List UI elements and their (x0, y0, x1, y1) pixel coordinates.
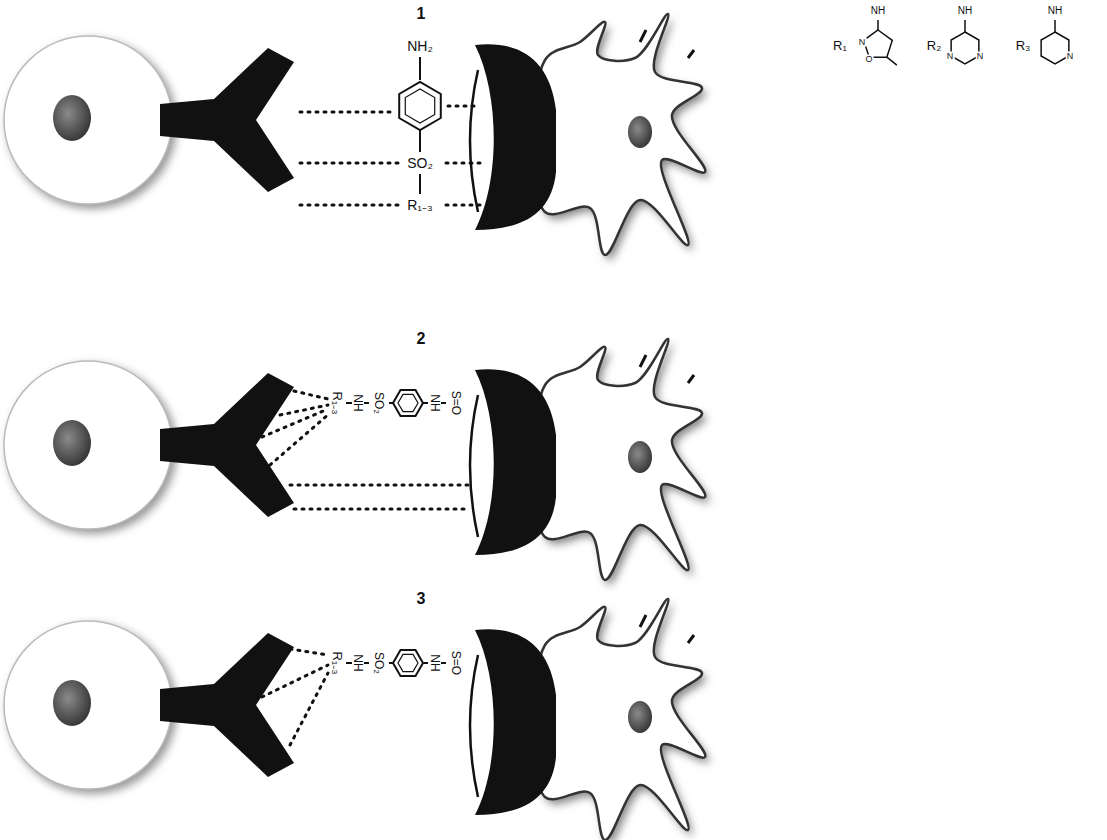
methyl-bond (887, 57, 897, 65)
chemical-label: NH (1047, 6, 1063, 16)
bond (441, 402, 446, 404)
pyrimidine-ring (951, 32, 979, 64)
membrane-fleck (640, 355, 646, 367)
bond (423, 402, 428, 404)
interaction-dots (290, 649, 328, 655)
interaction-dots (446, 162, 480, 165)
chemical-label: R₁₋₃ (331, 390, 344, 415)
bond (419, 130, 421, 152)
t-cell-receptor (160, 633, 294, 777)
chemical-label: NH (957, 6, 973, 16)
chemical-label: N (976, 52, 985, 61)
bond (419, 57, 421, 80)
bond (877, 20, 879, 30)
chemical-label: NH₂ (406, 39, 434, 53)
chemical-label: R₃ (1015, 39, 1032, 52)
membrane-fleck (688, 635, 694, 643)
chemical-label: R₂ (926, 39, 942, 52)
cell-pair (4, 599, 709, 840)
t-cell-receptor (160, 373, 294, 517)
chemical-label: SO₂ (373, 391, 385, 415)
interaction-dots (270, 413, 330, 465)
mhc-groove (470, 655, 478, 797)
chemical-label: NH (352, 393, 364, 412)
interaction-dots (290, 484, 470, 487)
chemical-label: SO₂ (373, 651, 385, 675)
chemical-label: N (858, 38, 867, 47)
membrane-fleck (688, 375, 694, 383)
chemical-label: NH (352, 653, 364, 672)
bond (1054, 20, 1056, 32)
t-cell-nucleus (53, 680, 91, 726)
chemical-label: N (946, 52, 955, 61)
interaction-dots (294, 508, 470, 511)
interaction-dots (294, 391, 328, 399)
bond (964, 20, 966, 32)
dendritic-nucleus (628, 116, 652, 148)
bond (441, 662, 446, 664)
t-cell-receptor (160, 48, 294, 192)
cell-pair (4, 14, 709, 260)
benzene-ring-inner (398, 394, 418, 411)
interaction-dots (300, 204, 398, 207)
benzene-ring (399, 82, 441, 130)
side-chain-structures (864, 20, 1069, 65)
t-cell-nucleus (53, 420, 91, 466)
chemical-label: R₁₋₃ (331, 650, 344, 675)
bond (364, 402, 369, 404)
membrane-fleck (688, 50, 694, 58)
bond (419, 174, 421, 194)
t-cell (4, 36, 172, 204)
panel-number: 1 (416, 6, 427, 22)
bond (423, 662, 428, 664)
interaction-dots (262, 665, 328, 697)
interaction-dots (290, 673, 328, 745)
benzene-ring (393, 650, 423, 676)
interaction-dots (446, 204, 480, 207)
t-cell (4, 621, 172, 789)
dendritic-nucleus (628, 441, 652, 473)
mhc-groove (470, 70, 478, 212)
mhc-molecule (475, 44, 556, 230)
interaction-dots (448, 105, 480, 108)
chemical-label: NH (429, 653, 441, 672)
panel-number: 3 (416, 591, 427, 607)
chemical-label: S=O (450, 650, 462, 676)
chemical-label: SO₂ (406, 156, 434, 170)
cell-pair (4, 339, 709, 585)
t-cell (4, 361, 172, 529)
panel-number: 2 (416, 331, 427, 347)
benzene-ring-inner (405, 89, 434, 123)
chemical-label: NH (429, 393, 441, 412)
membrane-fleck (640, 30, 646, 42)
chemical-label: R₁₋₃ (406, 198, 434, 212)
dendritic-cell (533, 14, 706, 255)
dendritic-cell (533, 599, 706, 840)
chemical-label: O (864, 55, 873, 64)
dendritic-cell (533, 339, 706, 580)
interaction-dots (300, 111, 392, 114)
chemical-label: S=O (450, 390, 462, 416)
chemical-label: N (1066, 52, 1075, 61)
chemical-label: R₁ (832, 39, 848, 52)
benzene-ring-inner (398, 654, 418, 671)
interaction-dots (300, 162, 398, 165)
mhc-molecule (475, 369, 556, 555)
dendritic-nucleus (628, 701, 652, 733)
isoxazole-ring (864, 30, 893, 57)
chemical-label: NH (870, 6, 886, 16)
mhc-molecule (475, 629, 556, 815)
mhc-groove (470, 395, 478, 537)
benzene-ring (393, 390, 423, 416)
membrane-fleck (640, 615, 646, 627)
bond (364, 662, 369, 664)
t-cell-nucleus (53, 95, 91, 141)
pyridine-ring (1041, 32, 1069, 64)
